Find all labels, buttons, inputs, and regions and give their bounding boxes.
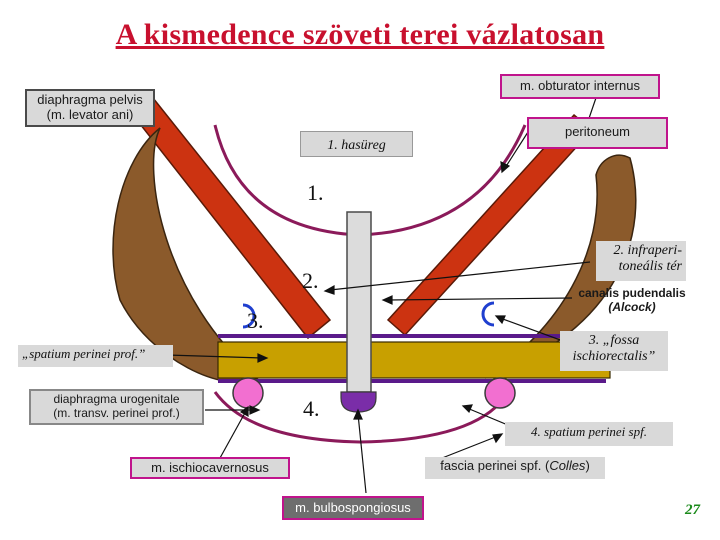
- obturator-internus-text: m. obturator internus: [520, 78, 640, 93]
- infraperitonealis-label: 2. infraperi- toneális tér: [596, 241, 686, 281]
- fascia-suffix-text: ): [585, 458, 590, 473]
- pointer-infraperitoneal: [329, 261, 591, 291]
- region-number-3: 3.: [247, 308, 264, 333]
- fossa-line2: ischiorectalis”: [572, 349, 656, 365]
- urogenitale-line1: diaphragma urogenitale: [53, 392, 180, 406]
- infraperitonealis-line1: 2. infraperi-: [613, 243, 682, 258]
- canalis-pudendalis-left: [242, 303, 256, 329]
- obturator-internus-left: [112, 127, 260, 383]
- central-septum: [346, 211, 372, 393]
- pointer-canalis: [387, 297, 573, 301]
- region-number-4: 4.: [303, 396, 320, 421]
- pointer-spatium-prof: [166, 354, 263, 359]
- obturator-internus-label: m. obturator internus: [500, 74, 660, 99]
- region-number-2: 2.: [302, 268, 319, 293]
- ischiocavernosus-text: m. ischiocavernosus: [151, 460, 269, 475]
- spatium-spf-text: 4. spatium perinei spf.: [531, 424, 647, 439]
- pointer-bulbospongiosus: [357, 413, 367, 494]
- diaphragma-urogenitale: [217, 341, 611, 379]
- bulbospongiosus-text: m. bulbospongiosus: [295, 500, 411, 515]
- canalis-pudendalis-right: [481, 301, 495, 327]
- infraperitonealis-line2: toneális tér: [618, 259, 682, 275]
- canalis-pudendalis-label: canalis pudendalis (Alcock): [572, 286, 692, 315]
- bulbospongiosus-label: m. bulbospongiosus: [282, 496, 424, 520]
- canalis-line1: canalis pudendalis: [578, 286, 686, 300]
- spatium-prof-text: „spatium perinei prof.”: [22, 346, 146, 361]
- ischiocavernosus-left: [232, 377, 264, 409]
- fascia-perinei-spf-arc: [213, 391, 510, 444]
- fossa-line1: 3. „fossa: [588, 333, 640, 348]
- ischiocavernosus-label: m. ischiocavernosus: [130, 457, 290, 479]
- pointer-peritoneum: [504, 131, 529, 169]
- bulbospongiosus-muscle: [340, 391, 377, 413]
- spatium-perinei-prof-label: „spatium perinei prof.”: [18, 345, 173, 367]
- region-number-1: 1.: [307, 180, 324, 205]
- canalis-line2: (Alcock): [608, 299, 656, 314]
- hasureg-label: 1. hasüreg: [300, 131, 413, 157]
- fossa-ischiorectalis-label: 3. „fossa ischiorectalis”: [560, 331, 668, 371]
- peritoneum-label: peritoneum: [527, 117, 668, 149]
- fascia-perinei-spf-label: fascia perinei spf. (Colles): [425, 457, 605, 479]
- levator-ani-text: (m. levator ani): [46, 106, 134, 122]
- diaphragma-pelvis-text: diaphragma pelvis: [37, 92, 143, 107]
- ischiocavernosus-right: [484, 377, 516, 409]
- spatium-perinei-spf-label: 4. spatium perinei spf.: [505, 422, 673, 446]
- fascia-colles-text: Colles: [549, 458, 586, 473]
- hasureg-text: 1. hasüreg: [327, 138, 386, 153]
- diaphragma-pelvis-label: diaphragma pelvis (m. levator ani): [25, 89, 155, 127]
- fascia-prefix-text: fascia perinei spf. (: [440, 458, 550, 473]
- urogenitale-line2: (m. transv. perinei prof.): [53, 405, 180, 420]
- page-number: 27: [685, 502, 700, 518]
- diaphragma-urogenitale-label: diaphragma urogenitale (m. transv. perin…: [29, 389, 204, 425]
- peritoneum-text: peritoneum: [564, 124, 631, 139]
- page-title: A kismedence szöveti terei vázlatosan: [115, 18, 605, 51]
- pointer-ischiocavernosus: [219, 410, 247, 459]
